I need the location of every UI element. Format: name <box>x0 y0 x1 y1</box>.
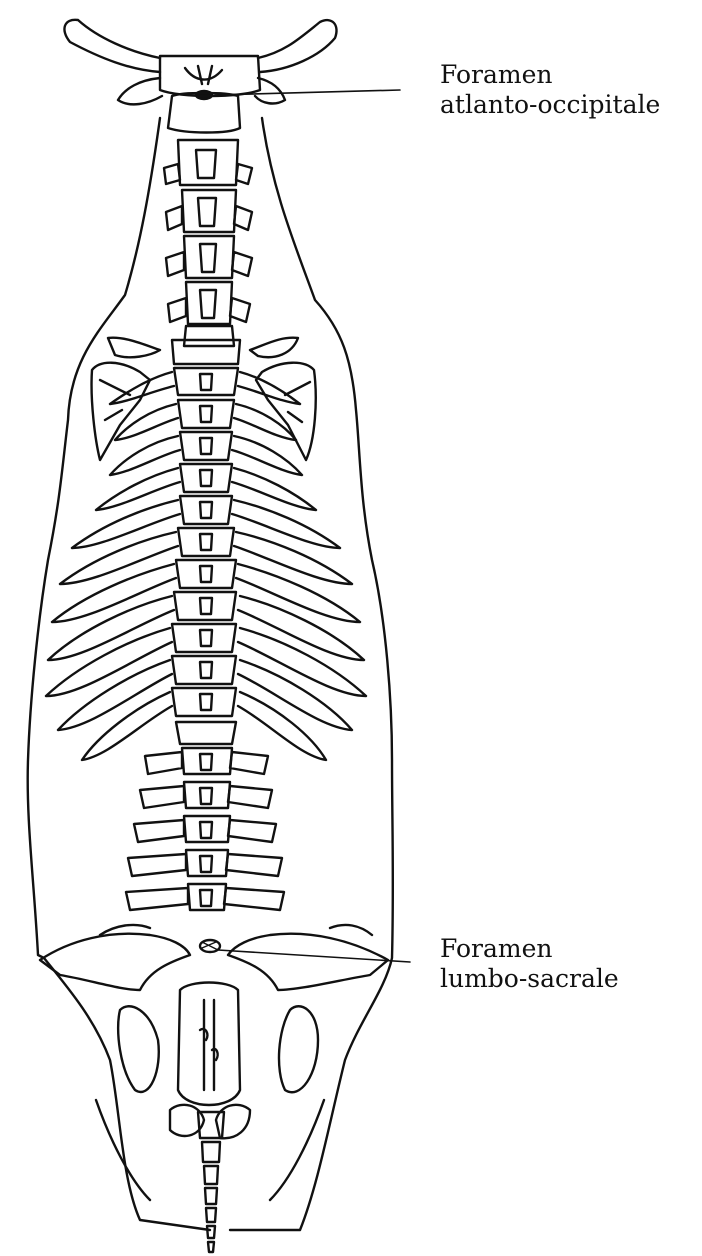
pelvis <box>40 925 388 1200</box>
left-horn <box>64 20 160 72</box>
left-scapula <box>92 363 150 460</box>
right-ribs <box>232 372 366 760</box>
sacrum <box>178 983 240 1106</box>
lumbar-vertebrae <box>126 722 284 910</box>
right-shoulder <box>250 338 298 357</box>
thoracic-vertebrae <box>172 340 240 716</box>
label-line-1: Foramen <box>440 60 660 90</box>
atlanto-leader-line <box>215 90 400 95</box>
left-ear <box>118 78 162 104</box>
right-scapula <box>256 363 316 460</box>
label-line-2: lumbo-sacrale <box>440 964 619 994</box>
label-foramen-atlanto-occipitale: Foramen atlanto-occipitale <box>440 60 660 120</box>
cervical-vertebrae <box>164 140 252 346</box>
left-obturator <box>118 1006 159 1092</box>
label-line-1: Foramen <box>440 934 619 964</box>
label-line-2: atlanto-occipitale <box>440 90 660 120</box>
right-horn <box>258 20 337 72</box>
skull <box>64 20 336 133</box>
right-obturator <box>279 1006 318 1092</box>
right-ilium <box>228 934 388 990</box>
left-shoulder <box>108 338 160 358</box>
label-foramen-lumbo-sacrale: Foramen lumbo-sacrale <box>440 934 619 994</box>
